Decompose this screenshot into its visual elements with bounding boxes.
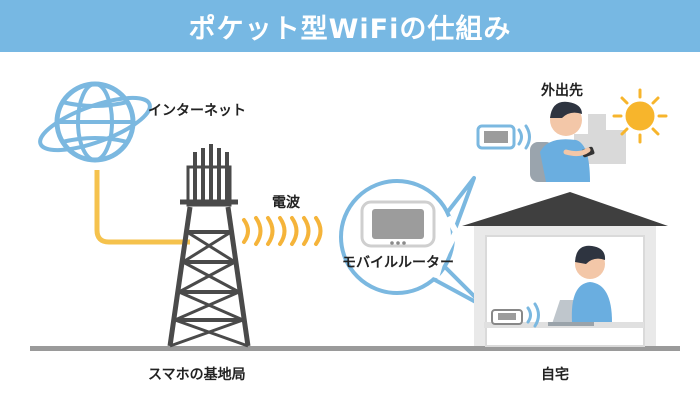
internet-label: インターネット <box>148 103 246 119</box>
base-station-label: スマホの基地局 <box>148 367 246 383</box>
cable-line <box>94 170 190 245</box>
home-router-icon <box>491 309 523 325</box>
home-wifi-signal-icon <box>526 302 540 328</box>
diagram-scene <box>0 52 700 400</box>
globe-icon <box>38 81 152 163</box>
ground-line <box>30 346 680 351</box>
outside-label: 外出先 <box>541 83 583 99</box>
router-small-icon <box>476 124 516 150</box>
wifi-signal-icon <box>517 124 531 150</box>
title-banner: ポケット型WiFiの仕組み <box>0 0 700 52</box>
router-icon <box>360 200 436 248</box>
home-label: 自宅 <box>541 367 569 383</box>
router-bubble <box>339 176 487 309</box>
diagram-svg <box>30 81 680 351</box>
person-icon <box>530 101 595 182</box>
page-title: ポケット型WiFiの仕組み <box>188 13 512 45</box>
radio-waves-icon <box>242 216 323 246</box>
sun-icon <box>612 88 668 144</box>
tower-icon <box>167 144 251 348</box>
radio-waves-label: 電波 <box>272 195 300 211</box>
mobile-router-label: モバイルルーター <box>342 255 454 271</box>
house-icon <box>462 192 668 347</box>
outside-scene <box>476 88 668 182</box>
home-person-icon <box>571 245 612 322</box>
